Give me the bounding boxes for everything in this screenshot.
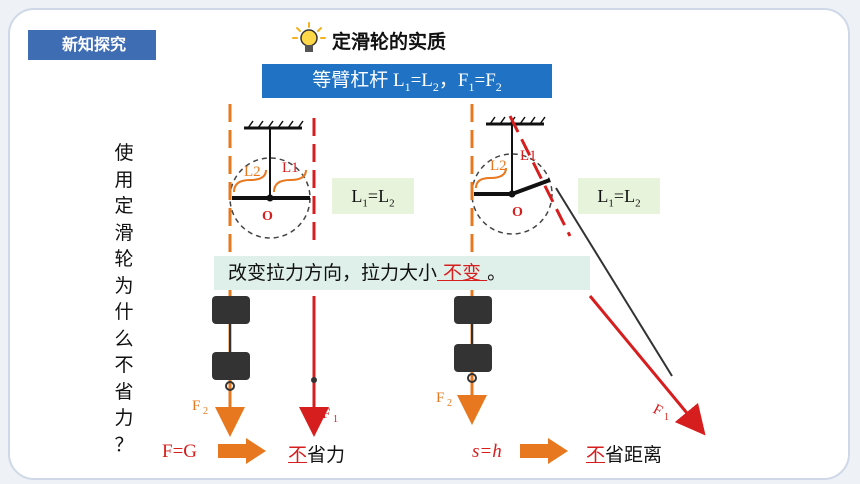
right-l2-label: L2	[490, 158, 507, 174]
result-left-text: 省力	[307, 444, 346, 466]
bottom-arrow-left	[218, 438, 266, 464]
right-f2-sub: 2	[447, 398, 452, 409]
q-char: ？	[114, 433, 134, 456]
eq-left-l: L	[351, 186, 363, 206]
badge-cap	[28, 30, 40, 60]
q-char: 使	[114, 142, 134, 164]
bottom-arrow-right	[520, 438, 568, 464]
answer-not-left: 不	[288, 444, 308, 466]
banner-l1-sub: 1	[404, 79, 411, 94]
statement-end: 。	[487, 262, 507, 284]
formula-force: F=G	[162, 441, 198, 462]
q-char: 为	[114, 274, 134, 297]
page-title: 定滑轮的实质	[332, 31, 447, 53]
banner-text-3: ，F	[438, 70, 469, 91]
left-l2-label: L2	[244, 164, 261, 180]
result-right-text: 省距离	[605, 444, 663, 466]
q-char: 定	[114, 195, 134, 217]
left-f2-sub: 2	[203, 406, 208, 417]
right-f1-label: F	[650, 401, 665, 419]
banner-f2-sub: 2	[495, 79, 502, 94]
q-char: 轮	[114, 248, 134, 270]
right-l1-label: L1	[520, 148, 537, 164]
left-f1-sub: 1	[333, 414, 338, 425]
right-f2-label: F	[436, 390, 444, 406]
q-char: 滑	[114, 221, 134, 244]
bottom-left-result: 不省力	[288, 440, 345, 467]
side-question: 使 用 定 滑 轮 为 什 么 不 省 力 ？	[112, 140, 136, 458]
q-char: 用	[114, 168, 134, 191]
bottom-right-conclusion: s=h	[472, 440, 502, 463]
left-f1-label: F	[322, 406, 330, 422]
direction-statement: 改变拉力方向，拉力大小 不变 。	[214, 256, 590, 290]
statement-answer: 不变	[437, 262, 488, 284]
statement-text: 改变拉力方向，拉力大小	[228, 262, 438, 284]
eq-left-s2: 2	[389, 197, 395, 210]
q-char: 省	[114, 380, 134, 403]
banner-l2-sub: 2	[432, 79, 439, 94]
banner-text-2: =L	[410, 70, 433, 91]
q-char: 力	[114, 407, 134, 429]
banner-f1-sub: 1	[468, 79, 475, 94]
left-o-label: O	[262, 209, 273, 224]
eq-right-s2: 2	[635, 197, 641, 210]
lever-banner: 等臂杠杆 L1=L2，F1=F2	[262, 64, 552, 98]
bottom-right-result: 不省距离	[586, 440, 662, 467]
answer-not-right: 不	[586, 444, 606, 466]
eq-right-l: L	[597, 186, 609, 206]
q-char: 什	[114, 301, 134, 323]
banner-text-1: 等臂杠杆 L	[312, 70, 405, 91]
lightbulb-icon	[292, 22, 326, 52]
eq-right-s1: 1	[608, 197, 614, 210]
eq-left-mid: =L	[367, 186, 390, 206]
banner-text-4: =F	[474, 70, 496, 91]
formula-distance: s=h	[472, 441, 502, 462]
bottom-left-conclusion: F=G	[162, 440, 197, 463]
right-o-label: O	[512, 205, 523, 220]
eq-right-mid: =L	[613, 186, 636, 206]
left-f2-label: F	[192, 398, 200, 414]
left-l1-label: L1	[282, 160, 299, 176]
q-char: 么	[114, 327, 134, 350]
right-f1-sub: 1	[664, 412, 669, 423]
equal-arm-box-left: L1=L2	[332, 178, 414, 214]
q-char: 不	[114, 354, 134, 376]
section-badge: 新知探究	[38, 30, 156, 60]
eq-left-s1: 1	[362, 197, 368, 210]
equal-arm-box-right: L1=L2	[578, 178, 660, 214]
